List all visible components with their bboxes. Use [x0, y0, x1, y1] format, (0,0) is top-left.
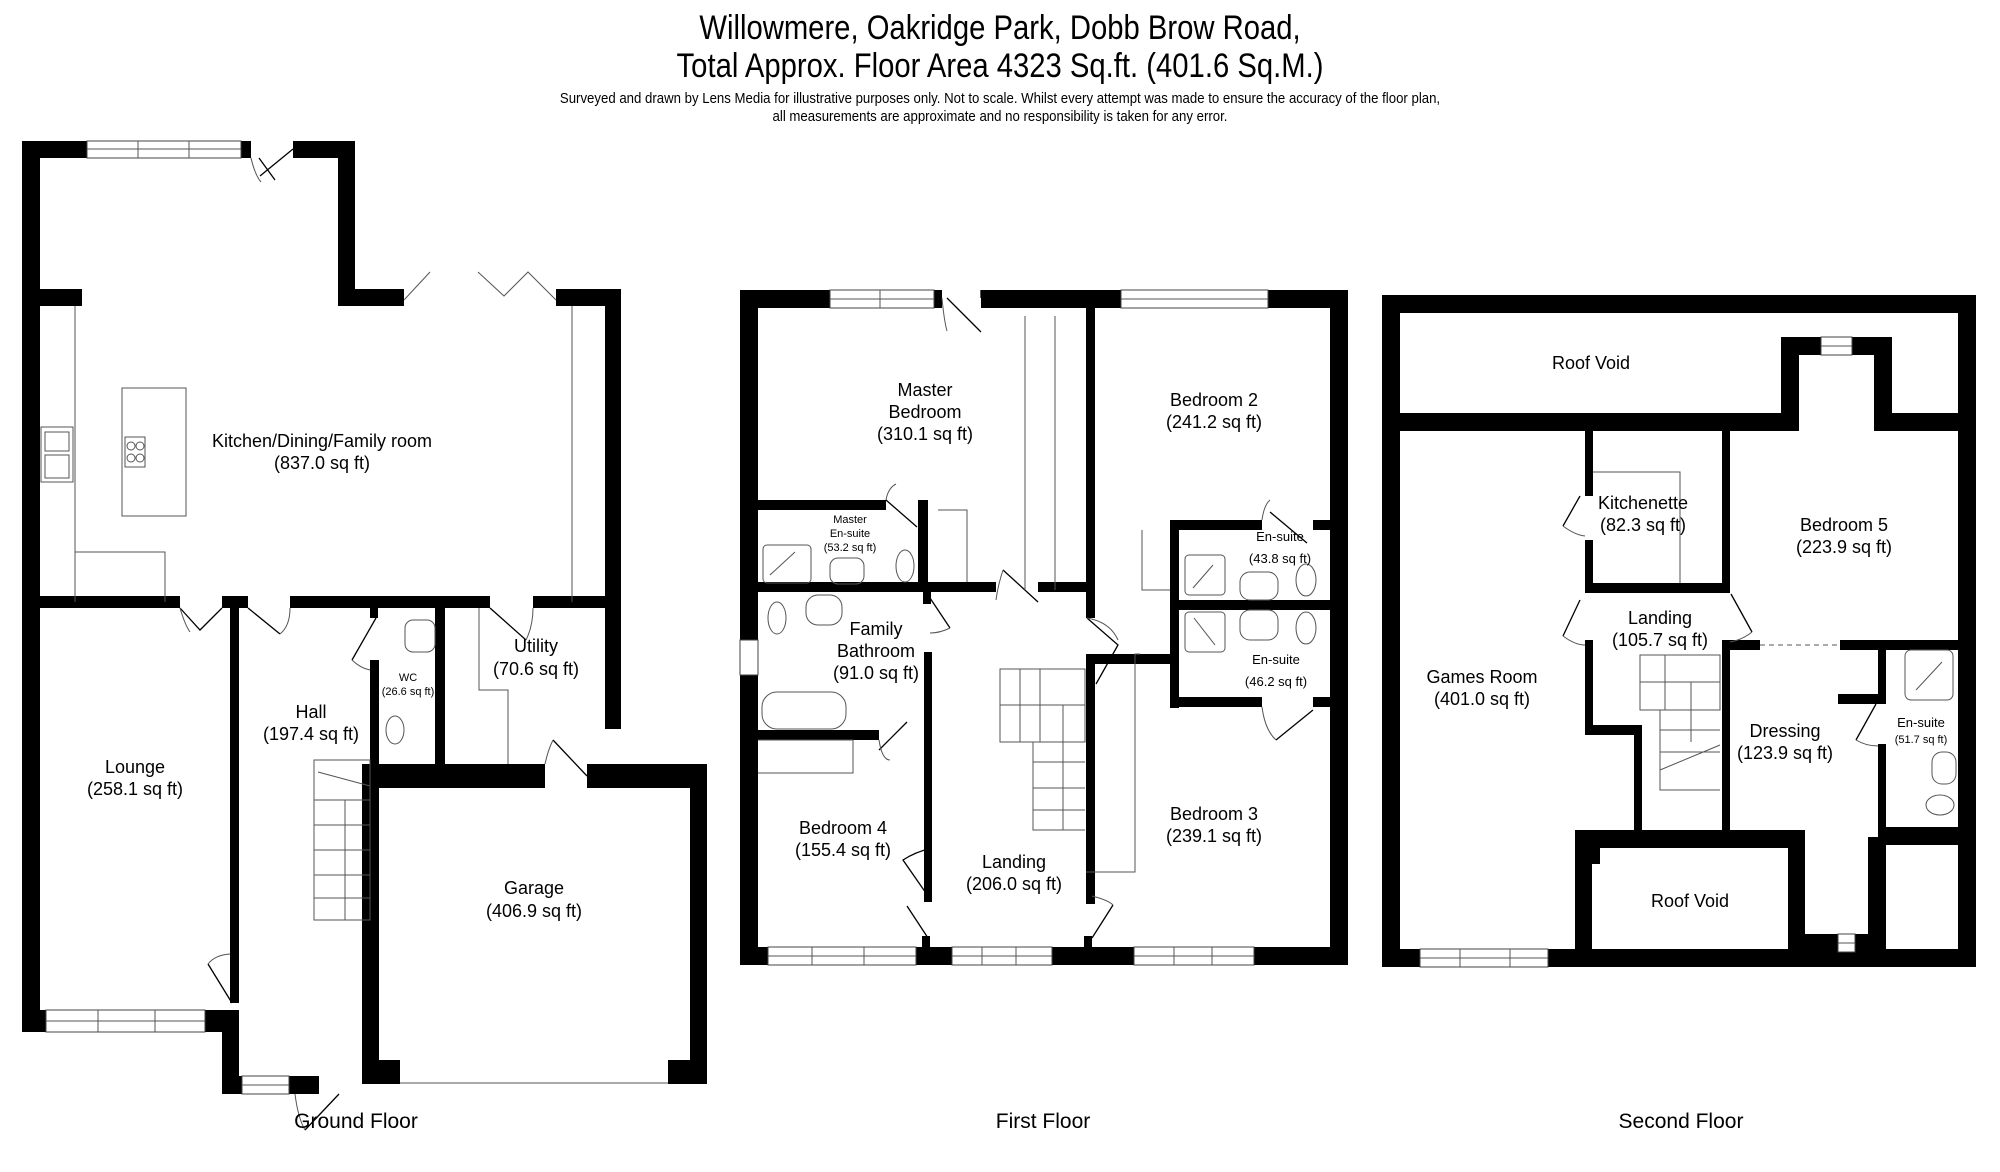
- room-label-garage: Garage: [504, 878, 564, 898]
- room-label-master-ensuite-2: En-suite: [830, 528, 870, 540]
- room-area-ensuite-b: (46.2 sq ft): [1245, 674, 1307, 689]
- room-label-bedroom-5: Bedroom 5: [1800, 515, 1888, 535]
- room-label-lounge: Lounge: [105, 757, 165, 777]
- room-label-dressing: Dressing: [1749, 721, 1820, 741]
- room-label-landing-first: Landing: [982, 852, 1046, 872]
- disclaimer-line-2: all measurements are approximate and no …: [772, 108, 1228, 125]
- room-label-bedroom-3: Bedroom 3: [1170, 804, 1258, 824]
- room-area-kitchen: (837.0 sq ft): [274, 453, 370, 473]
- room-area-landing-first: (206.0 sq ft): [966, 874, 1062, 894]
- room-label-master-ensuite-1: Master: [833, 514, 867, 526]
- first-floor-plan: [739, 289, 1348, 966]
- floor-label-first: First Floor: [995, 1110, 1091, 1133]
- room-label-family-bathroom-1: Family: [850, 619, 903, 639]
- room-label-landing-second: Landing: [1628, 608, 1692, 628]
- room-area-bedroom-4: (155.4 sq ft): [795, 840, 891, 860]
- room-labels: Kitchen/Dining/Family room (837.0 sq ft)…: [87, 353, 1947, 921]
- room-label-games-room: Games Room: [1426, 667, 1537, 687]
- room-label-kitchen: Kitchen/Dining/Family room: [212, 431, 432, 451]
- room-area-ensuite-a: (43.8 sq ft): [1249, 551, 1311, 566]
- disclaimer: Surveyed and drawn by Lens Media for ill…: [120, 90, 1880, 126]
- room-label-ensuite-second: En-suite: [1897, 715, 1945, 730]
- room-area-garage: (406.9 sq ft): [486, 901, 582, 921]
- room-label-roof-void-top: Roof Void: [1552, 353, 1630, 373]
- room-label-wc: WC: [399, 672, 417, 684]
- room-area-games-room: (401.0 sq ft): [1434, 689, 1530, 709]
- room-label-bedroom-4: Bedroom 4: [799, 818, 887, 838]
- room-label-master-bedroom-1: Master: [897, 380, 952, 400]
- room-label-ensuite-b: En-suite: [1252, 652, 1300, 667]
- room-area-dressing: (123.9 sq ft): [1737, 743, 1833, 763]
- plan-title-total-area: Total Approx. Floor Area 4323 Sq.ft. (40…: [676, 47, 1324, 85]
- floor-label-ground: Ground Floor: [294, 1110, 418, 1133]
- room-area-master-ensuite: (53.2 sq ft): [824, 542, 877, 554]
- second-floor-plan: [1382, 295, 1976, 968]
- room-area-lounge: (258.1 sq ft): [87, 779, 183, 799]
- room-area-ensuite-second: (51.7 sq ft): [1895, 734, 1948, 746]
- room-area-kitchenette: (82.3 sq ft): [1600, 515, 1686, 535]
- room-area-wc: (26.6 sq ft): [382, 686, 435, 698]
- floor-label-second: Second Floor: [1618, 1110, 1744, 1133]
- room-area-hall: (197.4 sq ft): [263, 724, 359, 744]
- room-label-roof-void-bottom: Roof Void: [1651, 891, 1729, 911]
- room-label-family-bathroom-2: Bathroom: [837, 641, 915, 661]
- room-label-utility: Utility: [514, 636, 558, 656]
- room-label-ensuite-a: En-suite: [1256, 529, 1304, 544]
- room-area-bedroom-2: (241.2 sq ft): [1166, 412, 1262, 432]
- room-area-family-bathroom: (91.0 sq ft): [833, 663, 919, 683]
- plan-title-address: Willowmere, Oakridge Park, Dobb Brow Roa…: [699, 9, 1301, 47]
- ground-floor-plan: [22, 140, 707, 1131]
- room-area-landing-second: (105.7 sq ft): [1612, 630, 1708, 650]
- room-area-master-bedroom: (310.1 sq ft): [877, 424, 973, 444]
- room-label-hall: Hall: [295, 702, 326, 722]
- room-label-kitchenette: Kitchenette: [1598, 493, 1688, 513]
- room-label-master-bedroom-2: Bedroom: [888, 402, 961, 422]
- room-area-bedroom-3: (239.1 sq ft): [1166, 826, 1262, 846]
- disclaimer-line-1: Surveyed and drawn by Lens Media for ill…: [559, 90, 1441, 107]
- room-area-utility: (70.6 sq ft): [493, 659, 579, 679]
- room-area-bedroom-5: (223.9 sq ft): [1796, 537, 1892, 557]
- room-label-bedroom-2: Bedroom 2: [1170, 390, 1258, 410]
